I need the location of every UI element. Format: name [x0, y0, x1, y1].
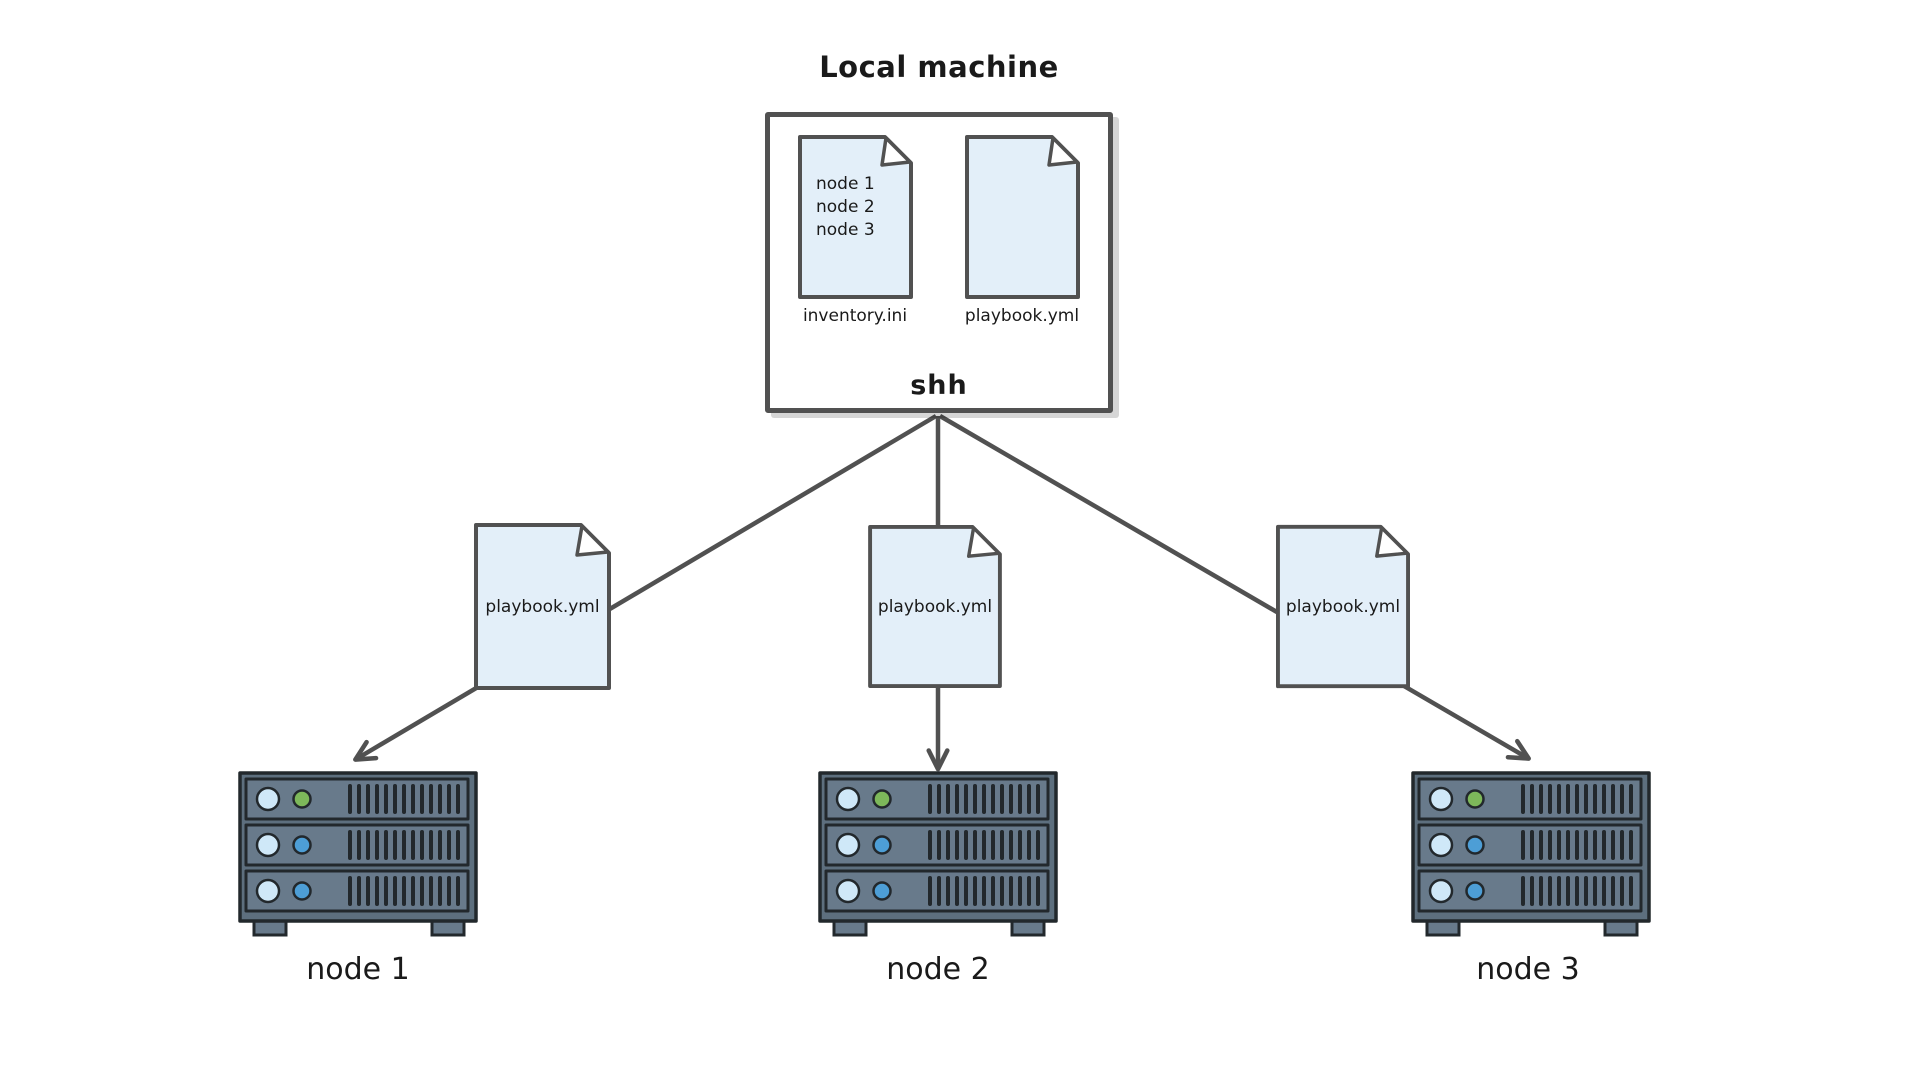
node-3-label: node 3: [1476, 952, 1580, 987]
ssh-arrow-to-node-3: [938, 414, 1531, 761]
local-machine-box: node 1 node 2 node 3 inventory.ini playb…: [765, 112, 1113, 413]
server-rack-node-1: [238, 771, 478, 937]
inventory-file-icon: node 1 node 2 node 3: [798, 135, 913, 299]
document-icon: [1276, 524, 1410, 689]
playbook-file-icon: [965, 135, 1080, 299]
transfer-playbook-label: playbook.yml: [485, 596, 600, 617]
ssh-arrow-to-node-1: [353, 414, 938, 762]
local-machine-title: Local machine: [819, 50, 1059, 84]
document-icon: [868, 525, 1002, 688]
inventory-line: node 3: [816, 220, 875, 240]
transfer-playbook-node-3: playbook.yml: [1276, 523, 1410, 690]
document-icon: [965, 135, 1080, 299]
inventory-line: node 2: [816, 197, 875, 217]
inventory-file-contents: node 1 node 2 node 3: [816, 173, 875, 242]
transfer-playbook-label: playbook.yml: [1285, 596, 1401, 617]
node-2-label: node 2: [886, 952, 990, 987]
document-icon: [798, 135, 913, 299]
server-rack-node-3: [1411, 771, 1651, 937]
inventory-line: node 1: [816, 174, 875, 194]
playbook-file-label: playbook.yml: [964, 306, 1080, 326]
transfer-playbook-node-2: playbook.yml: [867, 525, 1003, 688]
node-1-label: node 1: [306, 952, 410, 987]
transfer-playbook-label: playbook.yml: [877, 596, 993, 617]
server-rack-node-2: [818, 771, 1058, 937]
transfer-playbook-node-1: playbook.yml: [473, 523, 612, 690]
ssh-connection-label: shh: [910, 370, 968, 401]
document-icon: [474, 523, 611, 690]
inventory-file-label: inventory.ini: [802, 306, 908, 326]
